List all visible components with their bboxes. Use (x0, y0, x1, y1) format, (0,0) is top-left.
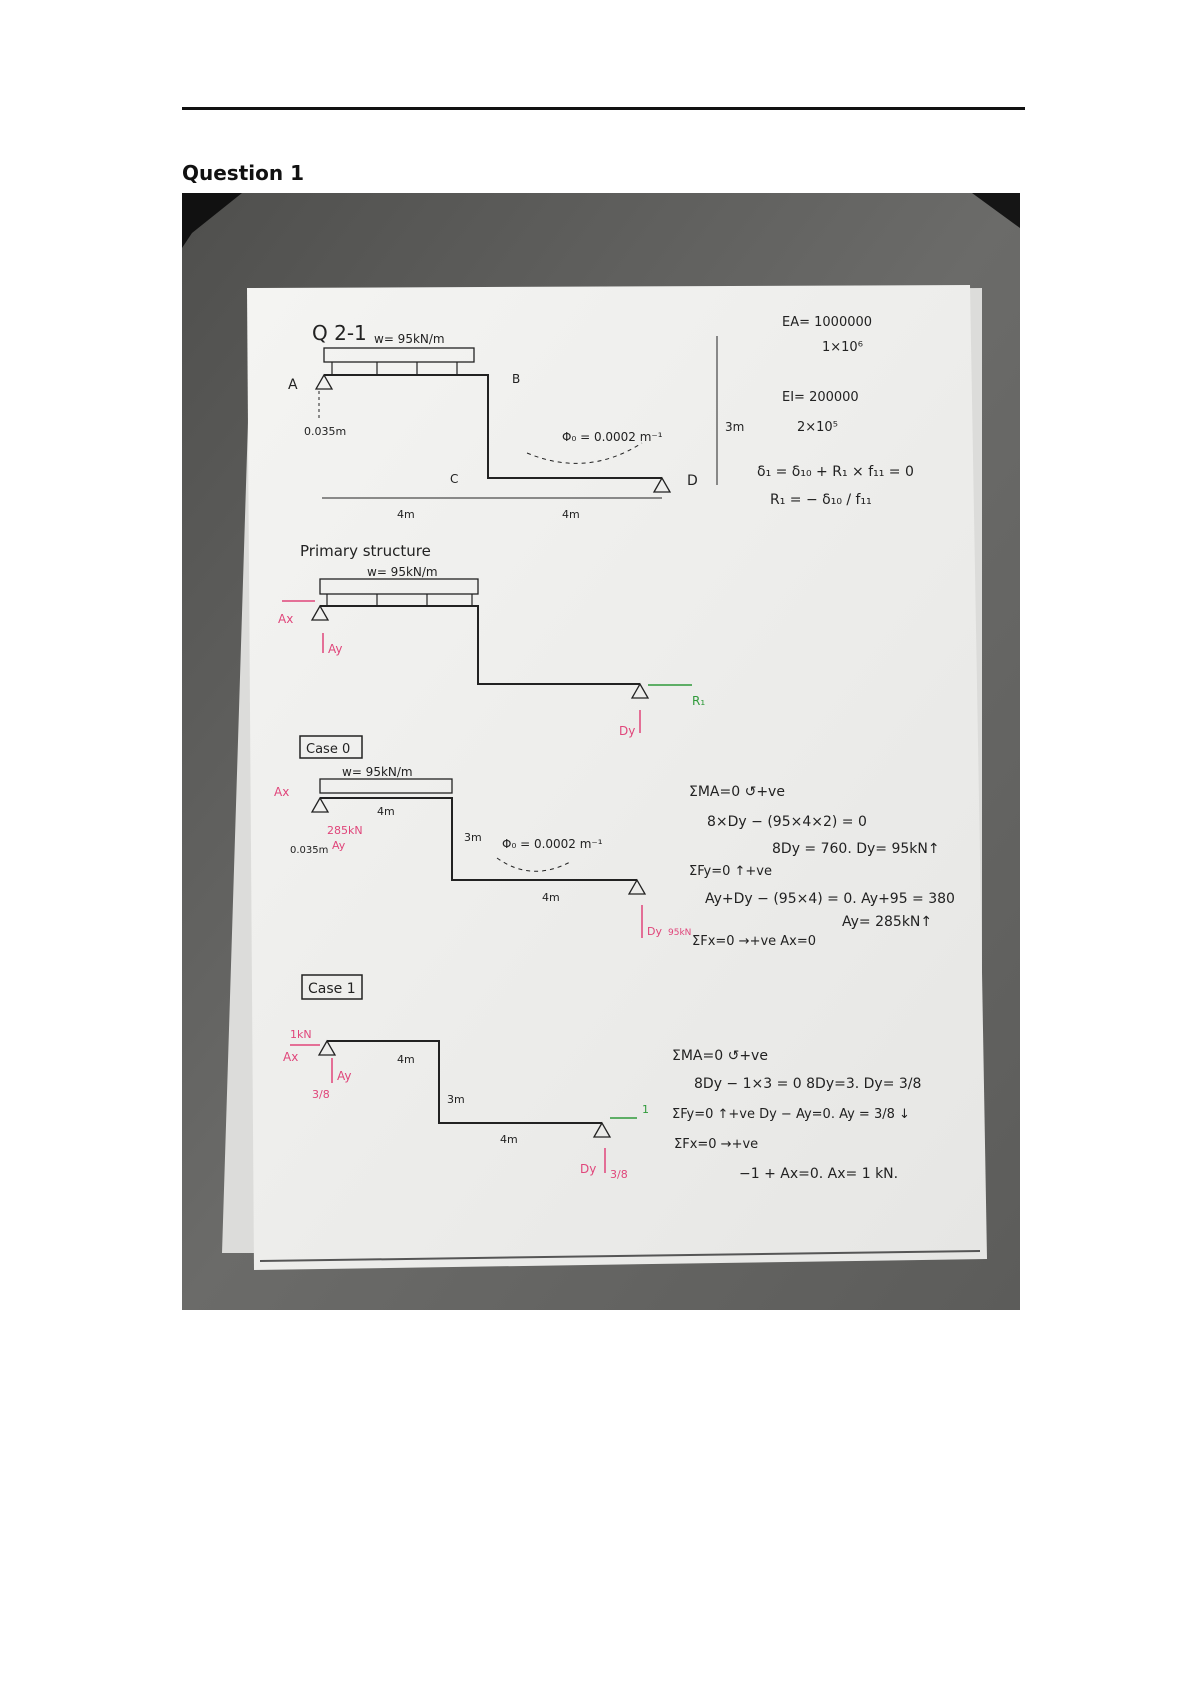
primary-title: Primary structure (300, 542, 431, 560)
case0-rot: Φ₀ = 0.0002 m⁻¹ (502, 837, 603, 851)
sheet-header: Q 2-1 (312, 321, 367, 345)
span2-label: 4m (562, 508, 580, 521)
case1-ax: Ax (283, 1050, 298, 1064)
height-label: 3m (725, 420, 744, 434)
case0-eq-7: ΣFx=0 →+ve Ax=0 (692, 934, 816, 949)
label-b: B (512, 372, 520, 386)
case1-one: 1 (642, 1103, 649, 1116)
case0-eq-3: 8Dy = 760. Dy= 95kN↑ (772, 841, 940, 857)
case0-eq-1: ΣMA=0 ↺+ve (689, 784, 785, 800)
case0-eq-4: ΣFy=0 ↑+ve (689, 864, 772, 879)
case0-dy-val: 95kN (668, 928, 691, 938)
case1-eq-5: −1 + Ax=0. Ax= 1 kN. (739, 1166, 898, 1182)
top-rule (182, 107, 1025, 110)
primary-dy: Dy (619, 724, 635, 738)
ei-line-2: 2×10⁵ (797, 420, 838, 435)
case0-dy: Dy (647, 925, 662, 938)
worksheet-drawing: Q 2-1 w= 95kN/m A B C D 0.035m Φ₀ = 0.00… (182, 193, 1020, 1310)
rotation-label: Φ₀ = 0.0002 m⁻¹ (562, 430, 663, 444)
case0-eq-2: 8×Dy − (95×4×2) = 0 (707, 814, 867, 830)
compat-eq-1: δ₁ = δ₁₀ + R₁ × f₁₁ = 0 (757, 464, 914, 480)
load-arrows (331, 362, 458, 374)
primary-load: w= 95kN/m (367, 565, 438, 579)
question-title: Question 1 (182, 161, 304, 185)
primary-ax: Ax (278, 612, 293, 626)
load-label: w= 95kN/m (374, 332, 445, 346)
case0-load: w= 95kN/m (342, 765, 413, 779)
case0-eq-5: Ay+Dy − (95×4) = 0. Ay+95 = 380 (705, 891, 955, 907)
case1-frac-d: 3/8 (610, 1168, 628, 1181)
label-d: D (687, 473, 698, 489)
case0-ax: Ax (274, 785, 289, 799)
case0-eq-6: Ay= 285kN↑ (842, 914, 932, 930)
case0-span2: 4m (542, 891, 560, 904)
case1-span1: 4m (397, 1053, 415, 1066)
case0-ay: Ay (332, 839, 346, 852)
worksheet-photo: Q 2-1 w= 95kN/m A B C D 0.035m Φ₀ = 0.00… (182, 193, 1020, 1310)
primary-ay: Ay (328, 642, 343, 656)
case0-settle: 0.035m (290, 845, 328, 856)
case1-eq-4: ΣFx=0 →+ve (674, 1137, 758, 1152)
case1-span2: 4m (500, 1133, 518, 1146)
case1-height: 3m (447, 1093, 465, 1106)
case1-frac-a: 3/8 (312, 1088, 330, 1101)
settlement-label: 0.035m (304, 425, 346, 438)
case1-eq-1: ΣMA=0 ↺+ve (672, 1048, 768, 1064)
ea-line-2: 1×10⁶ (822, 340, 863, 355)
case1-dy: Dy (580, 1162, 596, 1176)
case0-height: 3m (464, 831, 482, 844)
ea-line-1: EA= 1000000 (782, 315, 872, 330)
span1-label: 4m (397, 508, 415, 521)
roller-support-d (652, 476, 672, 493)
case1-eq-3: ΣFy=0 ↑+ve Dy − Ay=0. Ay = 3/8 ↓ (672, 1107, 910, 1122)
case1-title: Case 1 (308, 981, 356, 997)
label-c: C (450, 472, 458, 486)
distributed-load (323, 347, 475, 363)
case1-eq-2: 8Dy − 1×3 = 0 8Dy=3. Dy= 3/8 (694, 1076, 921, 1092)
case0-span1: 4m (377, 805, 395, 818)
paper-sheet (247, 285, 987, 1270)
case1-ay: Ay (337, 1069, 352, 1083)
primary-r1: R₁ (692, 694, 705, 708)
label-a: A (288, 377, 298, 393)
ei-line-1: EI= 200000 (782, 390, 859, 405)
case0-title: Case 0 (306, 742, 350, 757)
case0-ay-val: 285kN (327, 824, 363, 837)
pin-support-a (314, 373, 334, 390)
compat-eq-2: R₁ = − δ₁₀ / f₁₁ (770, 492, 872, 508)
case1-unit: 1kN (290, 1028, 312, 1041)
frame-member (324, 374, 662, 479)
